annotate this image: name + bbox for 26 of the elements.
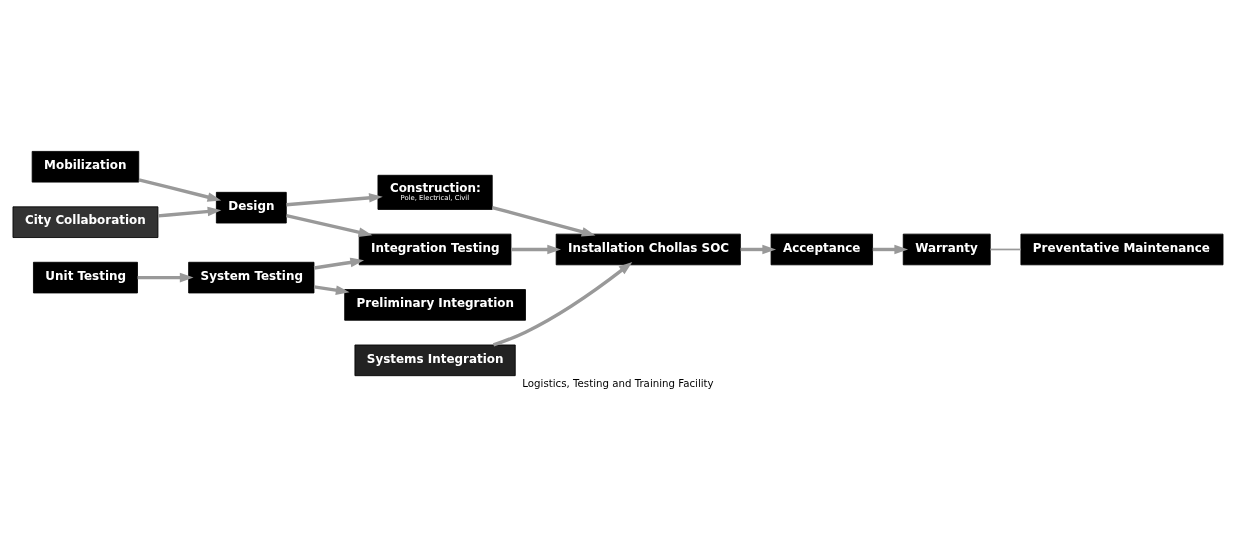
arrow xyxy=(491,205,596,236)
node-box: Acceptance xyxy=(770,233,873,265)
arrow xyxy=(137,272,194,282)
connector xyxy=(989,248,1022,250)
node-box: Preventative Maintenance xyxy=(1020,233,1224,265)
arrow xyxy=(286,213,373,237)
arrow xyxy=(138,177,222,202)
node-box: Warranty xyxy=(902,233,991,265)
node-box: Systems Integration xyxy=(354,344,516,376)
node-box: System Testing xyxy=(188,261,315,293)
caption: Logistics, Testing and Training Facility xyxy=(522,377,714,389)
node-box: Preliminary Integration xyxy=(344,288,526,321)
node-box: Integration Testing xyxy=(358,233,512,265)
node-box: Design xyxy=(215,191,287,223)
arrow xyxy=(872,244,909,254)
arrow xyxy=(492,261,633,347)
arrow xyxy=(286,192,383,206)
arrow xyxy=(313,257,365,270)
arrow xyxy=(157,206,222,218)
node-box: Unit Testing xyxy=(33,261,138,293)
arrow xyxy=(511,244,561,254)
arrow xyxy=(313,284,350,295)
node-box: Installation Chollas SOC xyxy=(555,233,741,265)
arrow xyxy=(740,244,777,254)
node-box: City Collaboration xyxy=(12,205,159,238)
node-box: Mobilization xyxy=(31,150,140,183)
